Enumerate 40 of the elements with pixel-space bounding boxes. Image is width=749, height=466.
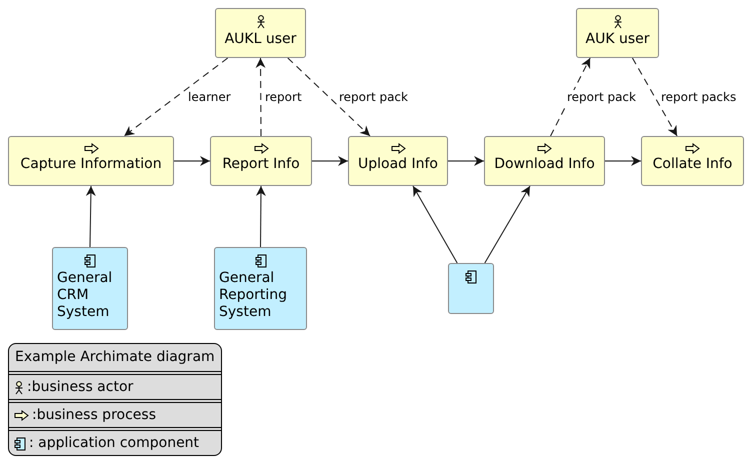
edge-label: report	[264, 90, 303, 104]
node-label: AUKL user	[224, 31, 298, 48]
node-label: Report Info	[221, 156, 301, 173]
arrow	[256, 58, 266, 136]
legend-text: :business process	[32, 407, 156, 424]
arrow	[256, 186, 266, 248]
process-box	[210, 136, 312, 186]
arrow	[174, 156, 210, 166]
node-label: Capture Information	[19, 156, 163, 173]
actor-box	[576, 8, 659, 58]
node-label: General CRM System	[56, 270, 114, 321]
arrow	[604, 156, 642, 166]
node-label: Collate Info	[652, 156, 734, 173]
edge-label: report packs	[660, 90, 738, 104]
arrow	[312, 156, 348, 166]
arrow	[484, 186, 530, 264]
arrow	[86, 186, 96, 248]
legend-title: Example Archimate diagram	[14, 348, 216, 367]
node-label: Upload Info	[356, 156, 439, 173]
node-label: General Reporting System	[218, 270, 288, 321]
legend-text: : application component	[29, 435, 200, 452]
process-box	[641, 136, 744, 186]
arrow	[124, 58, 228, 136]
process-box	[484, 136, 605, 186]
arrow	[632, 58, 678, 136]
arrow	[448, 156, 484, 166]
process-box	[348, 136, 448, 186]
actor-box	[215, 8, 306, 58]
arrow	[412, 186, 458, 264]
process-box	[8, 136, 174, 186]
component-box	[448, 263, 494, 314]
component-box	[214, 247, 307, 330]
arrow	[287, 58, 370, 136]
edge-label: report pack	[338, 90, 409, 104]
edge-label: report pack	[566, 90, 637, 104]
node-label: AUK user	[584, 31, 650, 48]
edge-label: learner	[187, 90, 232, 104]
legend-text: :business actor	[27, 379, 134, 396]
component-box	[52, 247, 128, 330]
node-label: Download Info	[493, 156, 596, 173]
